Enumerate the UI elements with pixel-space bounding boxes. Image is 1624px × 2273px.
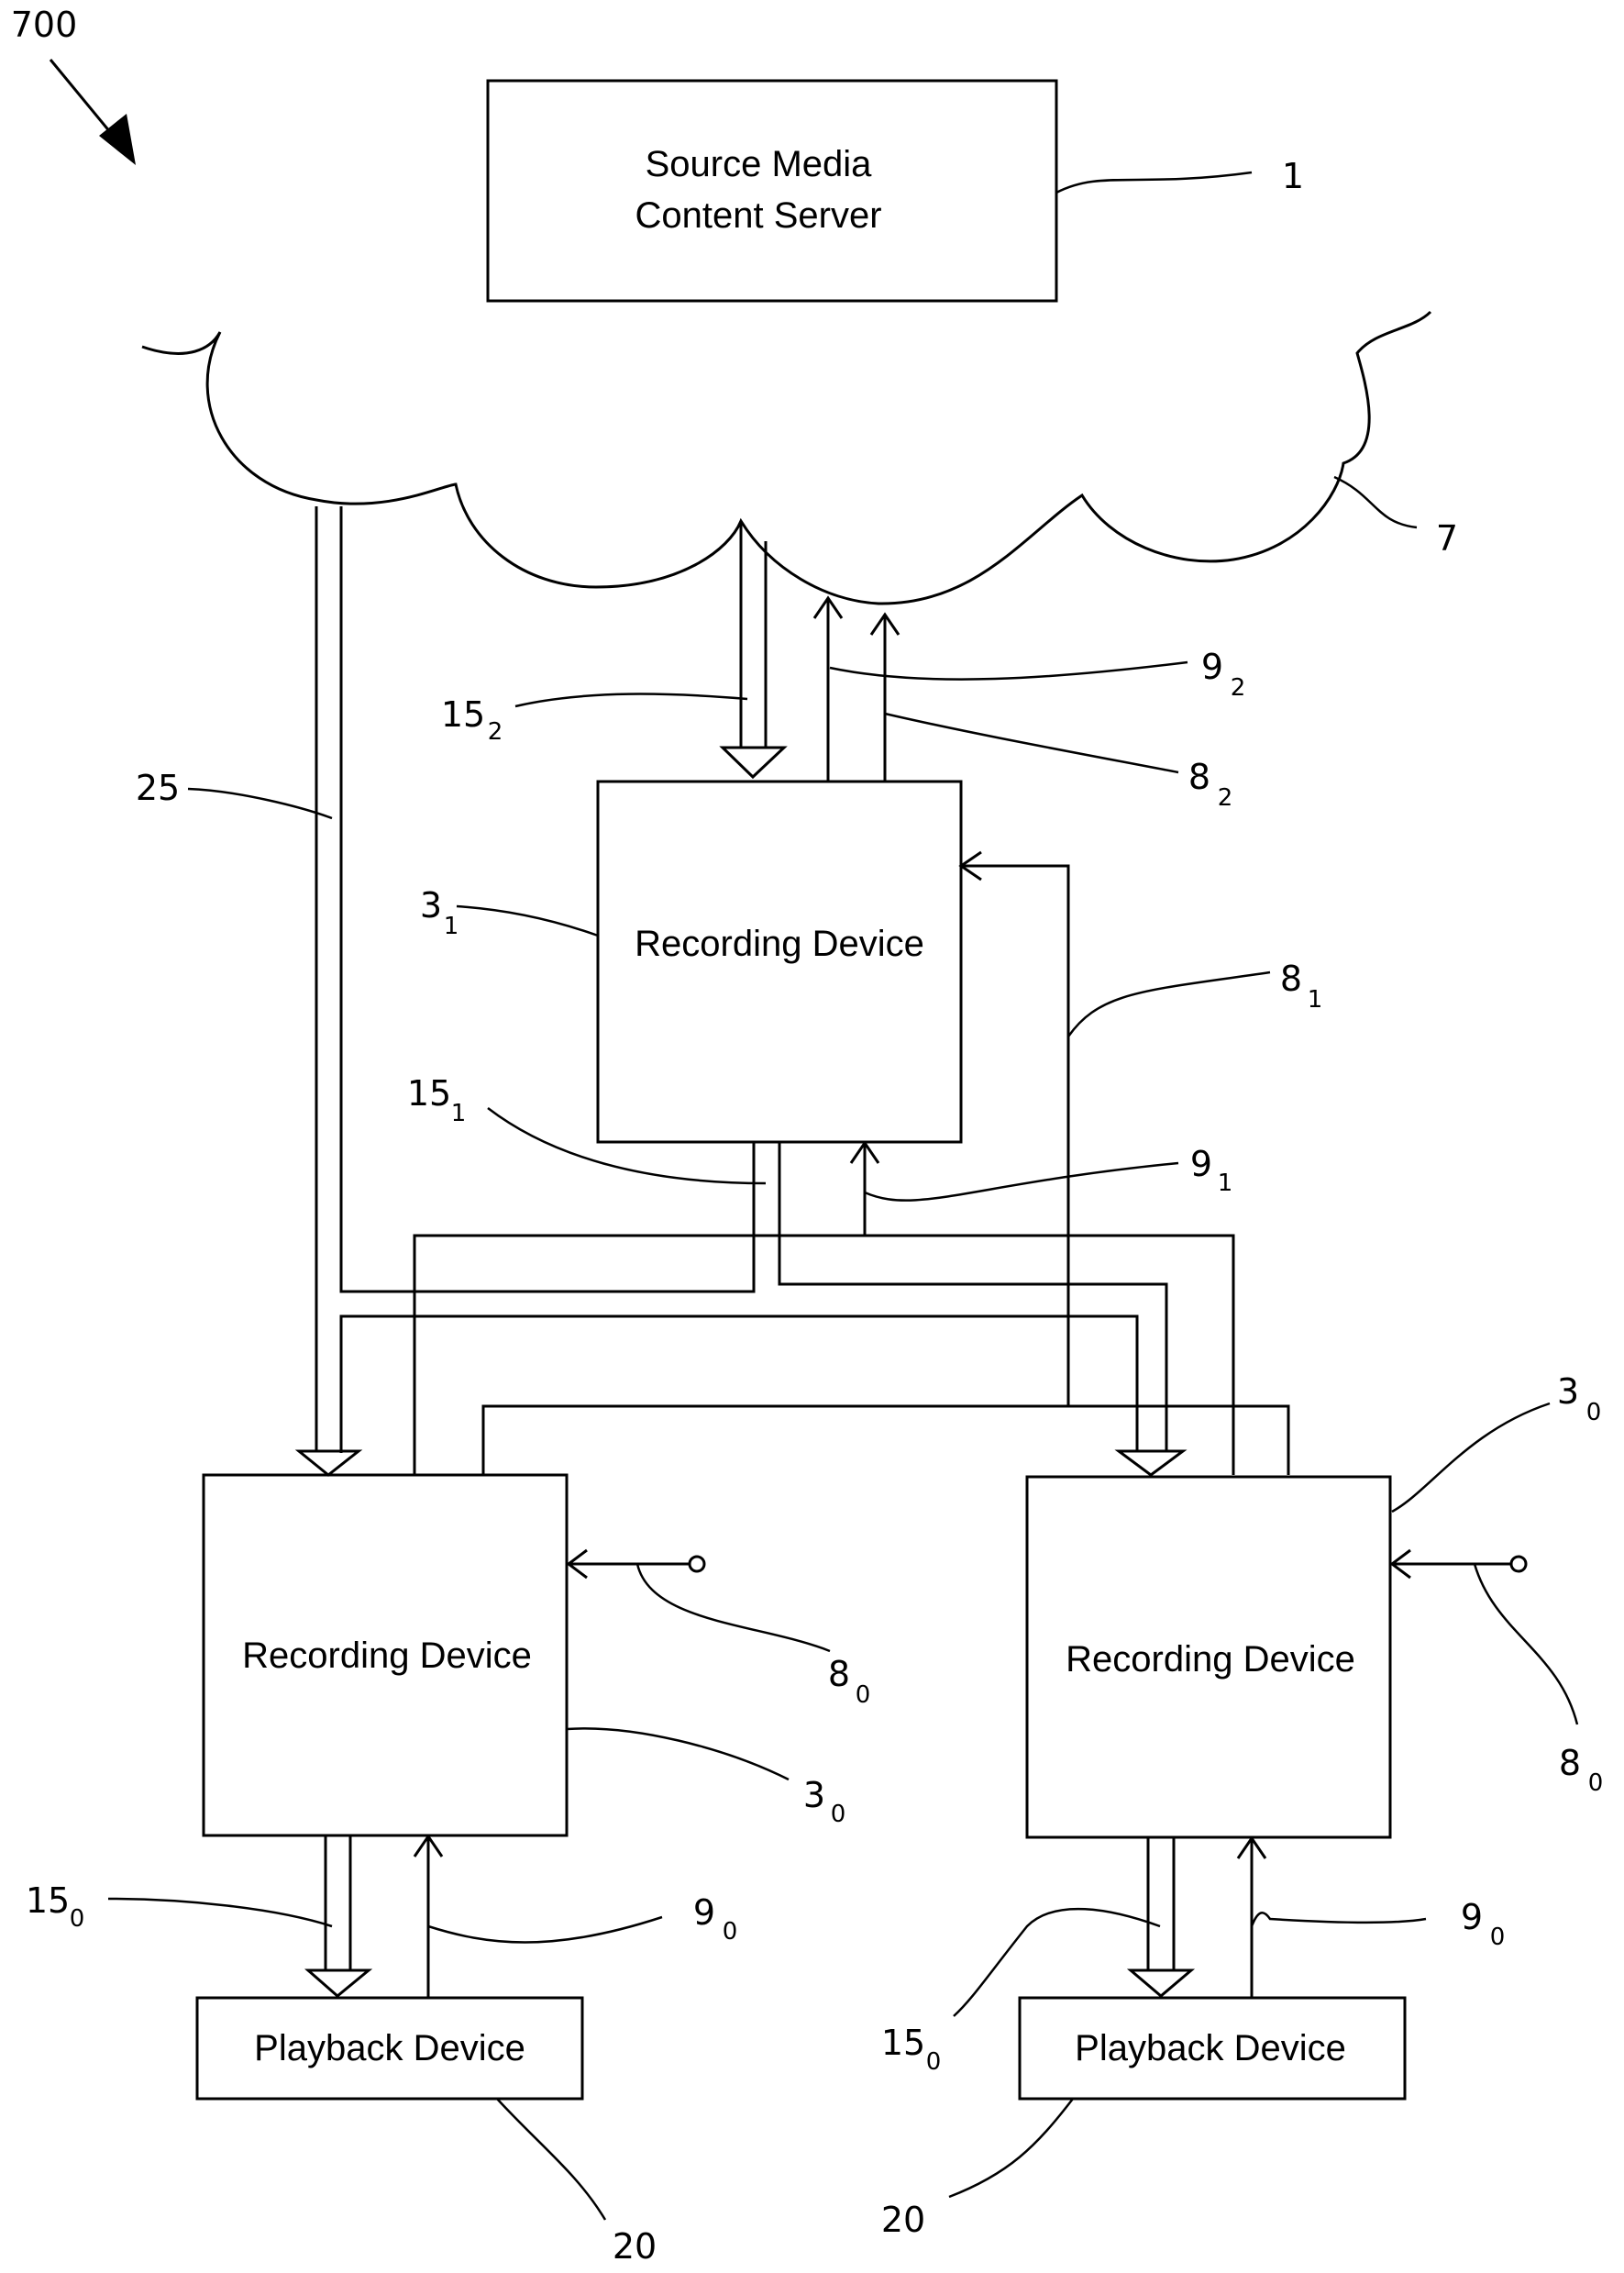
leader-15-0-left [108,1899,332,1926]
ref-9-1: 9 [1190,1144,1212,1184]
leader-25 [188,789,332,818]
stream-15-0-left-arrowhead [308,1970,369,1996]
stream-15-0-right-arrowhead [1131,1970,1191,1996]
leader-20-right [949,2099,1073,2197]
ref-3-0-left-sub: 0 [831,1801,846,1828]
ref-15-0-left: 15 [26,1880,70,1921]
playback-device-right-label: Playback Device [1075,2028,1346,2068]
ref-3-1: 3 [420,885,442,926]
server-label-line1: Source Media [646,144,873,184]
ref-8-1-sub: 1 [1308,986,1323,1014]
figure-number: 700 [11,5,78,45]
ref-15-2-sub: 2 [488,718,503,746]
ref-15-2: 15 [441,694,485,735]
ref-15-0-right-sub: 0 [926,2048,942,2076]
recording-device-right-label: Recording Device [1066,1639,1355,1680]
leader-8-0-right [1475,1564,1577,1724]
leader-9-0-right [1252,1913,1426,1926]
figure-pointer-line [50,60,115,138]
ref-9-2: 9 [1201,647,1223,687]
stream-15-1-inner-rail [341,1316,1137,1453]
ref-9-0-left-sub: 0 [723,1918,738,1946]
stream-15-2-arrowhead [723,748,784,777]
leader-1 [1056,172,1252,193]
link-25-arrowhead [299,1451,359,1475]
leader-3-0-right [1392,1403,1550,1512]
ref-8-1: 8 [1280,959,1302,999]
ref-7: 7 [1436,518,1458,559]
ctrl-8-0-right-terminal [1511,1557,1526,1571]
stream-15-1-outer-rail [779,1142,1166,1451]
ref-9-2-sub: 2 [1231,674,1246,702]
ref-15-1-sub: 1 [451,1100,467,1127]
ref-9-0-right-sub: 0 [1490,1924,1506,1951]
ref-20-right: 20 [881,2200,925,2240]
source-media-server-block [488,81,1056,301]
playback-device-left-label: Playback Device [254,2028,525,2068]
ctrl-8-1-riser [963,866,1068,1406]
ref-9-1-sub: 1 [1218,1170,1233,1197]
ref-15-0-left-sub: 0 [70,1905,85,1933]
leader-9-1 [865,1163,1178,1201]
ref-3-1-sub: 1 [444,913,459,940]
leader-8-0-left [637,1564,830,1651]
ref-8-0-left-sub: 0 [856,1681,871,1709]
stream-15-1-arrowhead [1119,1451,1183,1475]
ref-15-0-right: 15 [881,2023,925,2063]
ref-3-0-right-sub: 0 [1586,1399,1602,1426]
leader-8-2 [885,714,1178,772]
recording-device-left-label: Recording Device [242,1635,532,1676]
ref-1: 1 [1282,156,1304,196]
ref-8-0-right-sub: 0 [1588,1769,1604,1797]
leader-3-1 [457,906,598,936]
ref-9-0-right: 9 [1461,1897,1483,1937]
leader-3-0-left [567,1728,789,1780]
ref-8-0-right: 8 [1559,1743,1581,1783]
server-label-line2: Content Server [635,195,881,236]
leader-9-0-left [428,1917,662,1943]
ctrl-9-1-bus [414,1236,1233,1475]
leader-20-left [497,2099,605,2220]
leader-7 [1334,477,1417,527]
ref-3-0-right: 3 [1557,1371,1579,1412]
ref-25: 25 [136,768,180,808]
ref-3-0-left: 3 [803,1775,825,1815]
leader-8-1 [1068,972,1270,1037]
ref-8-0-left: 8 [828,1654,850,1694]
ref-15-1: 15 [407,1073,451,1114]
network-cloud [142,312,1431,604]
ref-20-left: 20 [613,2226,657,2267]
ref-9-0-left: 9 [693,1892,715,1933]
figure-pointer-arrowhead [99,114,136,165]
recording-device-top-label: Recording Device [635,924,924,964]
ref-8-2-sub: 2 [1218,784,1233,812]
ref-8-2: 8 [1188,757,1210,797]
ctrl-8-0-left-terminal [690,1557,704,1571]
leader-15-2 [515,694,747,706]
